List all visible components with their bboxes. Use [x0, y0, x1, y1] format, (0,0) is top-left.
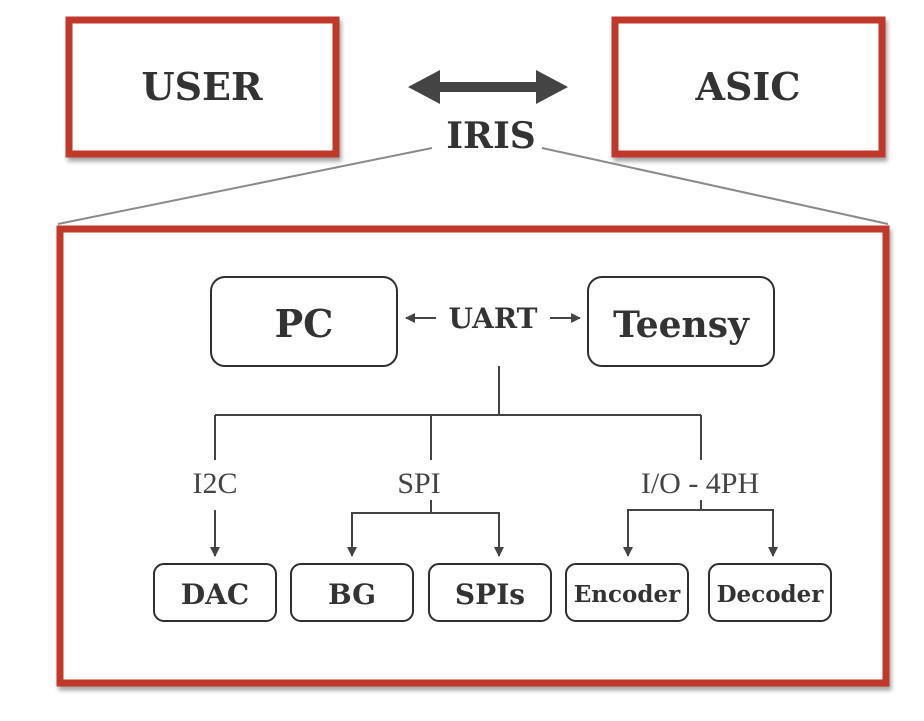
spi-fork	[347, 512, 504, 557]
user-label: USER	[141, 64, 263, 109]
uart-label: UART	[449, 302, 538, 335]
bus-io-label: I/O - 4PH	[641, 467, 759, 500]
decoder-label: Decoder	[717, 581, 825, 608]
spis-label: SPIs	[455, 578, 525, 611]
zoom-line-left	[57, 147, 433, 225]
asic-label: ASIC	[695, 64, 801, 109]
spis-box	[428, 563, 552, 622]
encoder-box	[565, 563, 689, 622]
user-box	[65, 16, 340, 158]
bg-box	[290, 563, 414, 622]
iris-label: IRIS	[446, 115, 536, 157]
decoder-box	[708, 563, 832, 622]
bg-label: BG	[328, 578, 376, 611]
teensy-label: Teensy	[613, 304, 750, 346]
asic-box	[611, 16, 886, 158]
zoom-line-right	[541, 147, 889, 225]
bus-spi-label: SPI	[397, 467, 440, 500]
bus-i2c-label: I2C	[193, 467, 238, 500]
dac-box	[153, 563, 277, 622]
pc-label: PC	[275, 301, 334, 346]
encoder-label: Encoder	[574, 581, 681, 608]
dac-label: DAC	[181, 578, 249, 611]
bidirectional-arrow-icon	[408, 70, 568, 104]
io-fork	[623, 509, 778, 557]
pc-box	[210, 276, 398, 367]
teensy-box	[587, 276, 775, 367]
